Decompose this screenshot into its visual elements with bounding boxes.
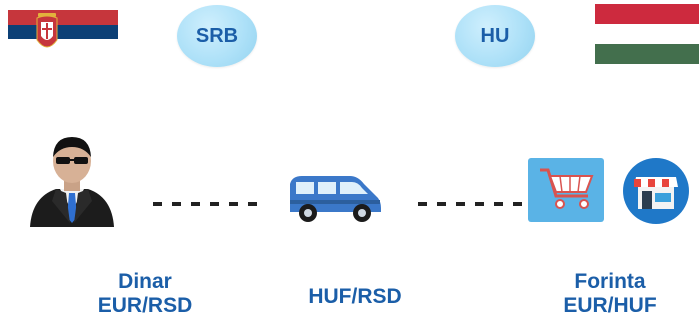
transport-currency-pair: HUF/RSD <box>308 285 402 308</box>
country-badge-srb: SRB <box>177 5 257 67</box>
businessman-icon <box>22 127 122 227</box>
shop-currency-name: Forinta <box>574 270 646 293</box>
country-code-srb: SRB <box>195 24 239 47</box>
label-shop-currency: Forinta EUR/HUF <box>535 270 685 318</box>
shop-currency-pair: EUR/HUF <box>563 294 657 317</box>
country-badge-hu: HU <box>455 5 535 67</box>
van-icon <box>284 166 384 226</box>
label-person-currency: Dinar EUR/RSD <box>70 270 220 318</box>
person-currency-name: Dinar <box>118 270 172 293</box>
connector-right-dashed <box>418 202 522 206</box>
country-code-hu: HU <box>480 24 510 47</box>
serbia-flag <box>8 10 118 54</box>
label-transport-currency: HUF/RSD <box>285 285 425 309</box>
serbian-coat-of-arms <box>36 13 58 48</box>
shopping-cart-icon <box>528 158 604 222</box>
connector-left-dashed <box>153 202 257 206</box>
hungary-flag <box>595 4 699 64</box>
store-open-icon <box>622 157 690 225</box>
person-currency-pair: EUR/RSD <box>97 294 193 317</box>
